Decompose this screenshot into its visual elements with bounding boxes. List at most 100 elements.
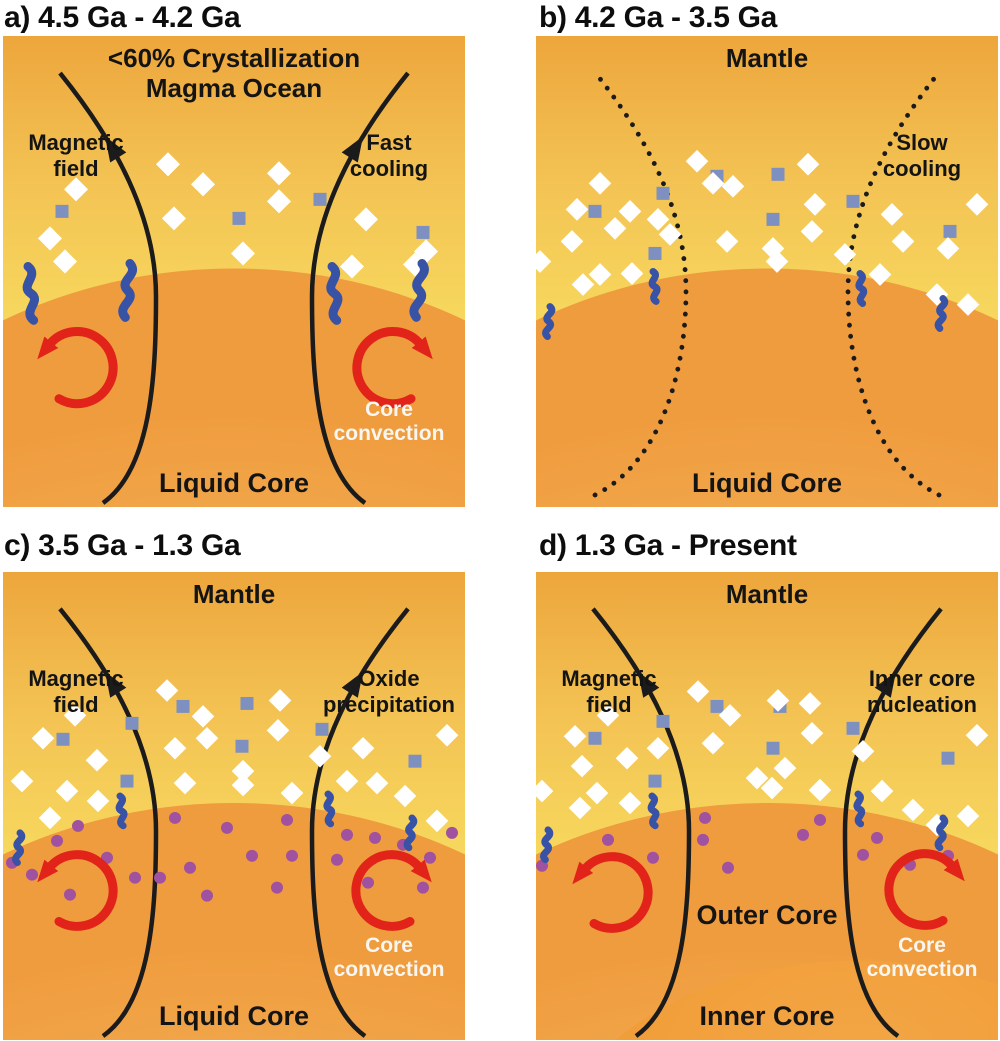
light-element-squiggle-icon bbox=[403, 814, 418, 852]
field-arrowhead-icon bbox=[105, 671, 127, 698]
oxide-square-icon bbox=[55, 204, 69, 218]
oxide-square-icon bbox=[766, 212, 780, 226]
light-element-squiggle-icon bbox=[934, 295, 949, 332]
oxide-precipitate-dot-icon bbox=[857, 848, 869, 861]
oxide-precipitate-dot-icon bbox=[369, 831, 381, 844]
core-convection-arrow-icon bbox=[37, 327, 118, 409]
oxide-square-icon bbox=[648, 774, 662, 788]
core-convection-arrow-icon bbox=[352, 327, 433, 409]
oxide-precipitate-dot-icon bbox=[697, 833, 709, 846]
field-arrowhead-icon bbox=[638, 671, 660, 698]
oxide-precipitate-dot-icon bbox=[647, 851, 659, 864]
oxide-precipitate-dot-icon bbox=[221, 821, 233, 834]
oxide-precipitate-dot-icon bbox=[871, 831, 883, 844]
oxide-square-icon bbox=[416, 225, 430, 239]
field-arrowhead-icon bbox=[341, 136, 363, 163]
inner-core-region bbox=[615, 960, 998, 1040]
crystal-diamond-icon bbox=[266, 189, 292, 214]
oxide-precipitate-dot-icon bbox=[64, 888, 76, 901]
panel-a: <60% Crystallization Magma Ocean Magneti… bbox=[3, 36, 465, 507]
liquid-core-region bbox=[3, 268, 465, 507]
panel-b: Mantle Slow cooling Liquid Core bbox=[536, 36, 998, 507]
liquid-core-region bbox=[536, 268, 998, 507]
light-element-squiggle-icon bbox=[542, 303, 556, 341]
panel-b-graphic bbox=[536, 36, 998, 507]
light-element-squiggle-icon bbox=[115, 792, 128, 830]
oxide-square-icon bbox=[710, 699, 724, 713]
dotted-field-line bbox=[591, 68, 689, 498]
light-element-squiggle-icon bbox=[326, 261, 343, 325]
oxide-square-icon bbox=[313, 192, 327, 206]
oxide-square-icon bbox=[315, 722, 329, 736]
oxide-square-icon bbox=[240, 696, 254, 710]
panel-a-title: a) 4.5 Ga - 4.2 Ga bbox=[4, 1, 241, 34]
panel-d: Mantle Magnetic field Inner core nucleat… bbox=[536, 572, 998, 1040]
oxide-precipitate-dot-icon bbox=[154, 871, 166, 884]
oxide-precipitate-dot-icon bbox=[281, 813, 293, 826]
oxide-square-icon bbox=[56, 732, 70, 746]
oxide-precipitate-dot-icon bbox=[797, 828, 809, 841]
core-convection-arrow-icon bbox=[572, 852, 653, 933]
crystal-diamond-icon bbox=[155, 152, 181, 177]
crystal-diamond-icon bbox=[161, 206, 187, 231]
oxide-square-icon bbox=[125, 716, 139, 730]
light-element-squiggle-icon bbox=[323, 790, 336, 828]
panel-b-title: b) 4.2 Ga - 3.5 Ga bbox=[539, 1, 778, 34]
panel-c-graphic bbox=[3, 572, 465, 1040]
oxide-square-icon bbox=[846, 721, 860, 735]
oxide-precipitate-dot-icon bbox=[271, 881, 283, 894]
oxide-precipitate-dot-icon bbox=[699, 811, 711, 824]
oxide-square-icon bbox=[771, 167, 785, 181]
crystal-diamond-icon bbox=[353, 207, 379, 232]
crystal-diamond-icon bbox=[266, 161, 292, 186]
oxide-precipitate-dot-icon bbox=[602, 833, 614, 846]
field-arrowhead-icon bbox=[874, 671, 896, 698]
panel-c-title: c) 3.5 Ga - 1.3 Ga bbox=[4, 529, 241, 562]
crystal-diamond-icon bbox=[37, 226, 63, 251]
panel-d-graphic bbox=[536, 572, 998, 1040]
oxide-precipitate-dot-icon bbox=[26, 868, 38, 881]
oxide-square-icon bbox=[656, 186, 670, 200]
crystal-diamond-icon bbox=[880, 203, 904, 226]
panel-a-graphic bbox=[3, 36, 465, 507]
oxide-square-icon bbox=[588, 731, 602, 745]
core-convection-arrow-icon bbox=[37, 850, 118, 931]
light-element-squiggle-icon bbox=[540, 826, 554, 864]
dotted-field-line bbox=[845, 68, 943, 498]
oxide-precipitate-dot-icon bbox=[286, 849, 298, 862]
panel-c: Mantle Magnetic field Oxide precipitatio… bbox=[3, 572, 465, 1040]
oxide-precipitate-dot-icon bbox=[169, 811, 181, 824]
oxide-square-icon bbox=[588, 204, 602, 218]
liquid-core-region bbox=[3, 803, 465, 1040]
oxide-precipitate-dot-icon bbox=[331, 853, 343, 866]
oxide-precipitate-dot-icon bbox=[814, 813, 826, 826]
field-arrowhead-icon bbox=[341, 671, 363, 698]
oxide-precipitate-dot-icon bbox=[722, 861, 734, 874]
light-element-squiggle-icon bbox=[118, 258, 137, 322]
field-arrowhead-icon bbox=[105, 136, 127, 163]
light-element-squiggle-icon bbox=[853, 790, 866, 828]
oxide-square-icon bbox=[846, 194, 860, 208]
light-element-squiggle-icon bbox=[934, 814, 949, 852]
oxide-precipitate-dot-icon bbox=[341, 828, 353, 841]
oxide-precipitate-dot-icon bbox=[201, 889, 213, 902]
oxide-square-icon bbox=[941, 751, 955, 765]
crystal-diamond-icon bbox=[190, 172, 216, 197]
core-convection-arrow-icon bbox=[884, 849, 965, 930]
oxide-square-icon bbox=[943, 224, 957, 238]
light-element-squiggle-icon bbox=[648, 267, 661, 305]
oxide-square-icon bbox=[176, 699, 190, 713]
crystal-diamond-icon bbox=[230, 241, 256, 266]
oxide-precipitate-dot-icon bbox=[72, 819, 84, 832]
crystal-diamond-icon bbox=[936, 237, 960, 260]
light-element-squiggle-icon bbox=[647, 792, 660, 830]
core-convection-arrow-icon bbox=[351, 850, 432, 931]
oxide-square-icon bbox=[120, 774, 134, 788]
oxide-precipitate-dot-icon bbox=[446, 826, 458, 839]
light-element-squiggle-icon bbox=[22, 261, 39, 325]
oxide-precipitate-dot-icon bbox=[129, 871, 141, 884]
oxide-precipitate-dot-icon bbox=[424, 851, 436, 864]
oxide-square-icon bbox=[408, 754, 422, 768]
light-element-squiggle-icon bbox=[409, 258, 429, 322]
